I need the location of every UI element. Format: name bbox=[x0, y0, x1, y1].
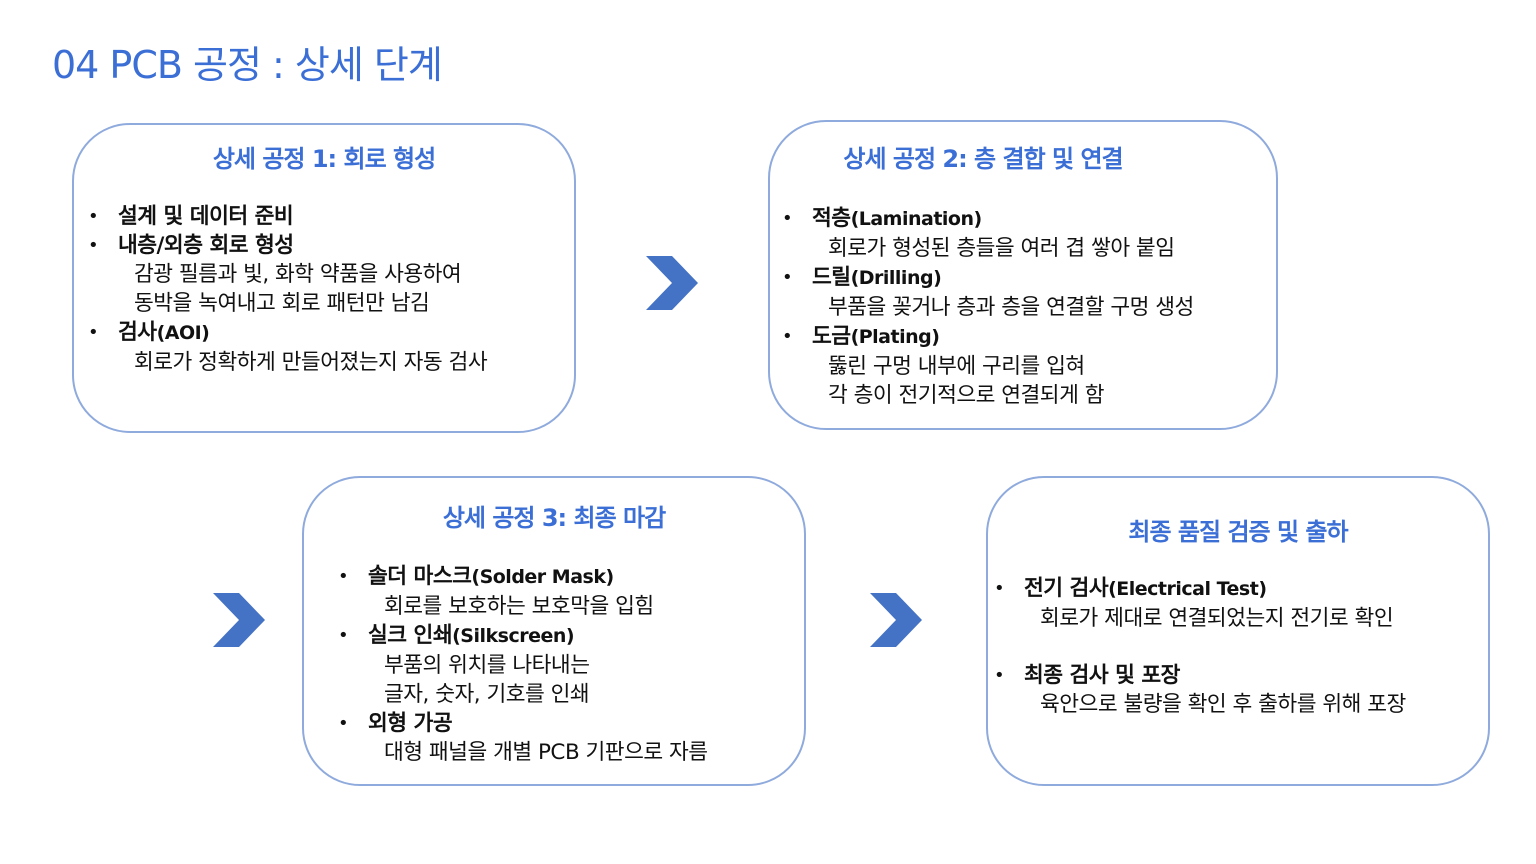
item-heading: 최종 검사 및 포장 bbox=[1024, 661, 1406, 690]
item-heading-korean: 도금 bbox=[812, 324, 851, 349]
item-heading-korean: 내층/외층 회로 형성 bbox=[118, 233, 294, 258]
item-description: 각 층이 전기적으로 연결되게 함 bbox=[828, 383, 1104, 408]
item-heading: 드릴(Drilling) bbox=[812, 263, 1194, 293]
item-heading-english: (Electrical Test) bbox=[1108, 578, 1267, 600]
item-heading: 적층(Lamination) bbox=[812, 204, 1194, 234]
list-item: 도금(Plating)뚫린 구멍 내부에 구리를 입혀각 층이 전기적으로 연결… bbox=[782, 322, 1194, 410]
item-heading-korean: 외형 가공 bbox=[368, 711, 453, 736]
item-heading: 외형 가공 bbox=[368, 709, 708, 738]
box-list: 솔더 마스크(Solder Mask)회로를 보호하는 보호막을 입힘실크 인쇄… bbox=[338, 562, 708, 767]
process-box-2: 상세 공정 2: 층 결합 및 연결 적층(Lamination)회로가 형성된… bbox=[768, 120, 1278, 430]
item-description: 글자, 숫자, 기호를 인쇄 bbox=[384, 682, 590, 707]
item-heading-english: (Lamination) bbox=[850, 208, 983, 230]
item-description: 부품을 꽂거나 층과 층을 연결할 구멍 생성 bbox=[828, 295, 1194, 320]
process-box-3: 상세 공정 3: 최종 마감 솔더 마스크(Solder Mask)회로를 보호… bbox=[302, 476, 806, 786]
item-heading: 도금(Plating) bbox=[812, 322, 1194, 352]
item-heading: 실크 인쇄(Silkscreen) bbox=[368, 621, 708, 651]
item-description: 회로가 제대로 연결되었는지 전기로 확인 bbox=[1040, 606, 1394, 631]
box-heading: 최종 품질 검증 및 출하 bbox=[1128, 518, 1348, 546]
item-heading: 전기 검사(Electrical Test) bbox=[1024, 574, 1406, 604]
item-description: 감광 필름과 빛, 화학 약품을 사용하여 bbox=[134, 262, 462, 287]
item-heading-english: (Solder Mask) bbox=[471, 566, 614, 588]
item-heading: 검사(AOI) bbox=[118, 318, 487, 348]
item-description: 회로를 보호하는 보호막을 입힘 bbox=[384, 594, 654, 619]
chevron-right-icon bbox=[213, 593, 265, 647]
box-heading: 상세 공정 1: 회로 형성 bbox=[212, 145, 436, 173]
item-description: 대형 패널을 개별 PCB 기판으로 자름 bbox=[384, 740, 708, 765]
item-heading: 내층/외층 회로 형성 bbox=[118, 231, 487, 260]
item-heading-english: (Drilling) bbox=[850, 267, 942, 289]
chevron-right-icon bbox=[646, 256, 698, 310]
item-heading-korean: 최종 검사 및 포장 bbox=[1024, 663, 1180, 688]
chevron-right-icon bbox=[870, 593, 922, 647]
item-description: 뚫린 구멍 내부에 구리를 입혀 bbox=[828, 354, 1085, 379]
list-item: 전기 검사(Electrical Test)회로가 제대로 연결되었는지 전기로… bbox=[994, 574, 1406, 633]
item-description: 회로가 정확하게 만들어졌는지 자동 검사 bbox=[134, 350, 488, 375]
item-heading: 설계 및 데이터 준비 bbox=[118, 202, 487, 231]
process-box-4: 최종 품질 검증 및 출하 전기 검사(Electrical Test)회로가 … bbox=[986, 476, 1490, 786]
process-box-1: 상세 공정 1: 회로 형성 설계 및 데이터 준비내층/외층 회로 형성감광 … bbox=[72, 123, 576, 433]
list-item: 검사(AOI)회로가 정확하게 만들어졌는지 자동 검사 bbox=[88, 318, 488, 377]
item-heading-korean: 적층 bbox=[812, 206, 851, 231]
box-heading: 상세 공정 2: 층 결합 및 연결 bbox=[843, 145, 1123, 173]
item-heading-english: (Silkscreen) bbox=[452, 625, 575, 647]
item-description: 회로가 형성된 층들을 여러 겹 쌓아 붙임 bbox=[828, 236, 1175, 261]
list-item: 드릴(Drilling)부품을 꽂거나 층과 층을 연결할 구멍 생성 bbox=[782, 263, 1194, 322]
item-heading-korean: 실크 인쇄 bbox=[368, 623, 453, 648]
page-title: 04 PCB 공정 : 상세 단계 bbox=[52, 43, 443, 87]
item-heading-english: (Plating) bbox=[850, 326, 940, 348]
item-heading-korean: 설계 및 데이터 준비 bbox=[118, 204, 294, 229]
item-heading-english: (AOI) bbox=[156, 322, 210, 344]
item-heading-korean: 드릴 bbox=[812, 265, 851, 290]
list-item: 솔더 마스크(Solder Mask)회로를 보호하는 보호막을 입힘 bbox=[338, 562, 708, 621]
list-item: 설계 및 데이터 준비 bbox=[88, 202, 487, 231]
item-description: 동박을 녹여내고 회로 패턴만 남김 bbox=[134, 291, 430, 316]
list-item: 적층(Lamination)회로가 형성된 층들을 여러 겹 쌓아 붙임 bbox=[782, 204, 1194, 263]
item-heading-korean: 전기 검사 bbox=[1024, 576, 1109, 601]
item-description: 부품의 위치를 나타내는 bbox=[384, 653, 590, 678]
box-list: 전기 검사(Electrical Test)회로가 제대로 연결되었는지 전기로… bbox=[994, 574, 1406, 719]
item-heading-korean: 검사 bbox=[118, 320, 157, 345]
item-description: 육안으로 불량을 확인 후 출하를 위해 포장 bbox=[1040, 692, 1406, 717]
item-heading: 솔더 마스크(Solder Mask) bbox=[368, 562, 708, 592]
box-list: 적층(Lamination)회로가 형성된 층들을 여러 겹 쌓아 붙임드릴(D… bbox=[782, 204, 1194, 410]
box-heading: 상세 공정 3: 최종 마감 bbox=[442, 504, 666, 532]
item-heading-korean: 솔더 마스크 bbox=[368, 564, 472, 589]
